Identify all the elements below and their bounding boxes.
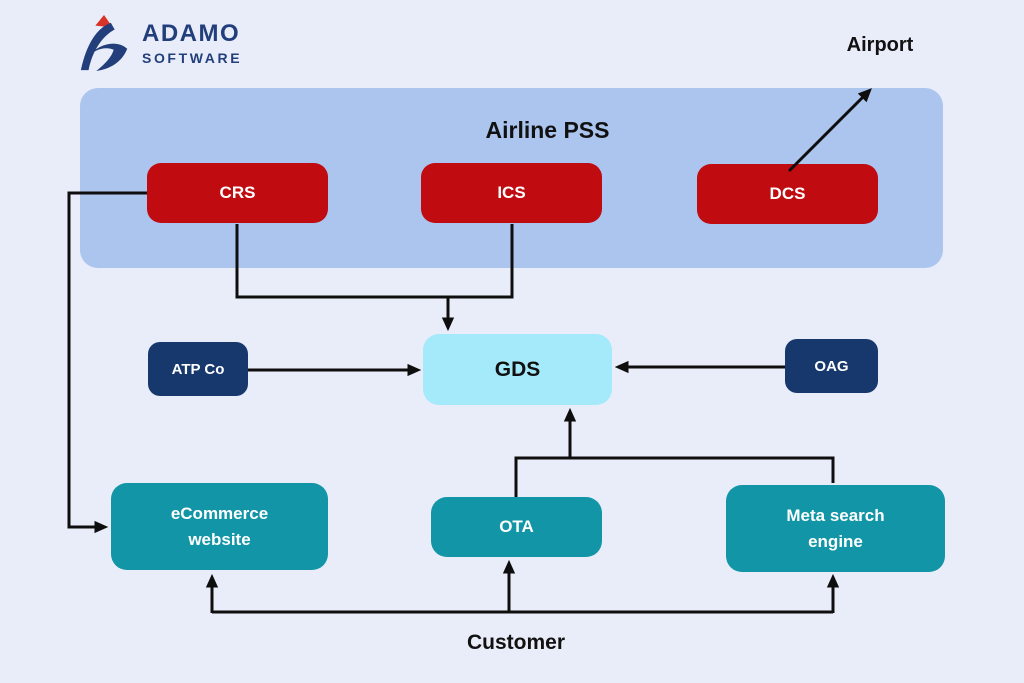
airport-label: Airport xyxy=(846,34,914,56)
brand-logo: ADAMO SOFTWARE xyxy=(76,14,242,72)
node-oag: OAG xyxy=(785,339,878,393)
customer-label: Customer xyxy=(466,631,566,654)
node-ota-label: OTA xyxy=(499,517,534,536)
node-ecommerce-website: eCommerce website xyxy=(111,483,328,570)
brand-name: ADAMO xyxy=(142,19,241,47)
node-atp-co-label: ATP Co xyxy=(171,360,225,378)
node-ecommerce-website-label: eCommerce website xyxy=(170,504,269,549)
node-ics: ICS xyxy=(421,163,602,223)
node-ics-label: ICS xyxy=(497,183,526,202)
node-atp-co: ATP Co xyxy=(148,342,248,396)
node-meta-search-engine: Meta search engine xyxy=(726,485,945,572)
node-gds: GDS xyxy=(423,334,612,405)
node-crs-label: CRS xyxy=(219,183,256,202)
pss-title: Airline PSS xyxy=(485,117,610,143)
node-crs: CRS xyxy=(147,163,328,223)
node-meta-search-engine-label: Meta search engine xyxy=(786,506,885,551)
adamo-logo-icon xyxy=(76,14,134,72)
brand-subname: SOFTWARE xyxy=(142,49,243,66)
node-gds-label: GDS xyxy=(494,357,541,381)
node-dcs-label: DCS xyxy=(769,184,806,203)
node-dcs: DCS xyxy=(697,164,878,224)
node-oag-label: OAG xyxy=(814,357,849,375)
node-ota: OTA xyxy=(431,497,602,557)
